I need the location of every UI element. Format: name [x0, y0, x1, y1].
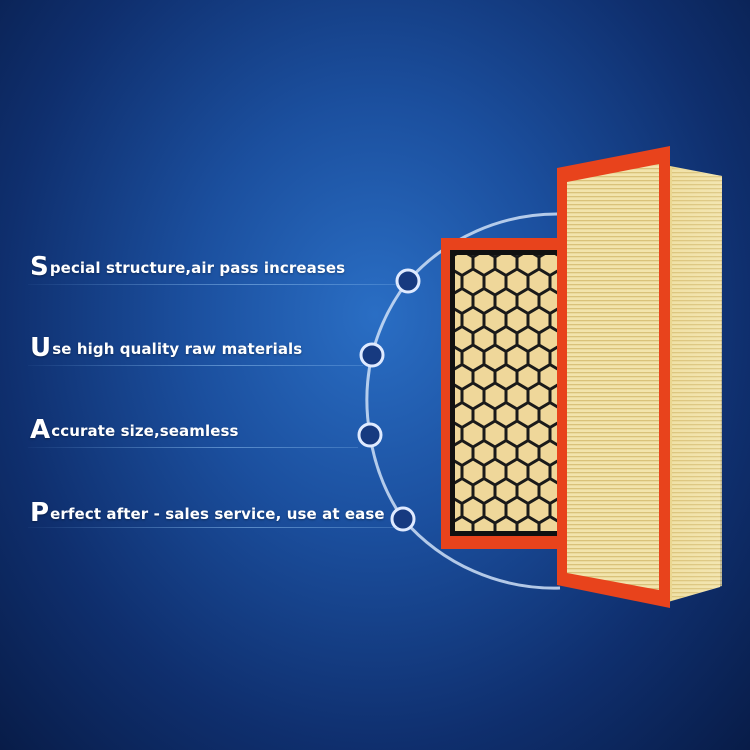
- divider: [28, 365, 363, 366]
- honeycomb-grid-icon: [455, 255, 559, 531]
- divider: [28, 447, 358, 448]
- feature-item-materials: Use high quality raw materials: [30, 333, 410, 363]
- divider: [28, 284, 398, 285]
- feature-initial: U: [30, 333, 52, 363]
- front-filter: [557, 146, 722, 608]
- feature-initial: S: [30, 252, 49, 282]
- pleated-filter-icon: [672, 168, 722, 600]
- feature-item-structure: Special structure,air pass increases: [30, 252, 410, 282]
- feature-item-size: Accurate size,seamless: [30, 415, 410, 445]
- feature-text: ccurate size,seamless: [51, 422, 239, 440]
- feature-item-service: Perfect after - sales service, use at ea…: [30, 498, 410, 528]
- divider: [28, 527, 398, 528]
- rear-filter: [441, 238, 566, 549]
- feature-text: pecial structure,air pass increases: [49, 259, 346, 277]
- feature-text: erfect after - sales service, use at eas…: [50, 505, 385, 523]
- feature-initial: P: [30, 498, 50, 528]
- circle-node-icon: [357, 268, 421, 532]
- feature-initial: A: [30, 415, 51, 445]
- feature-text: se high quality raw materials: [52, 340, 303, 358]
